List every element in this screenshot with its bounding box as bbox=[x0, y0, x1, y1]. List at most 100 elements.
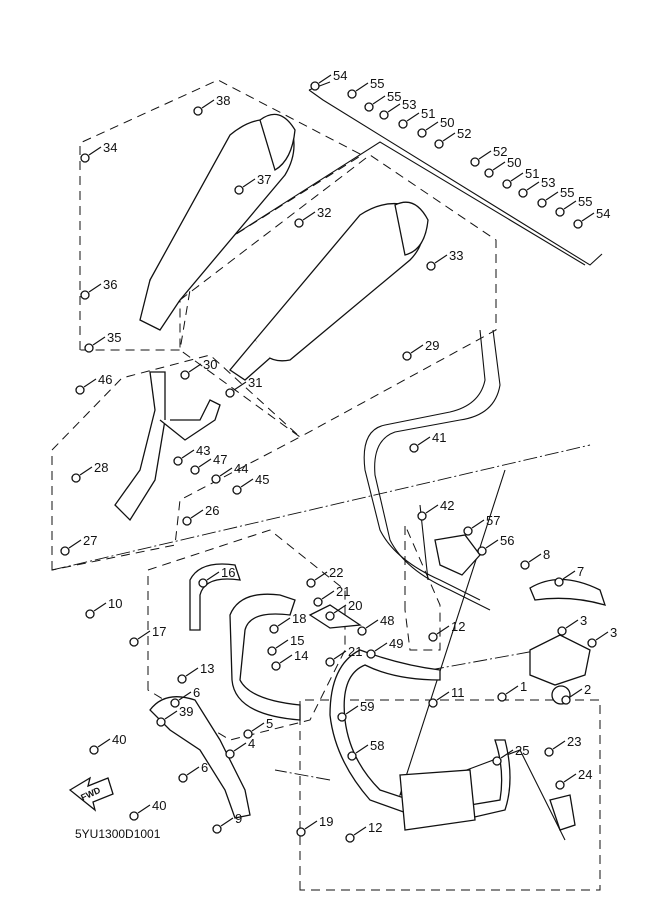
part-48 bbox=[357, 626, 367, 636]
callout-21: 21 bbox=[348, 644, 362, 659]
part-54 bbox=[310, 81, 320, 91]
leader-line bbox=[137, 804, 151, 814]
part-9 bbox=[212, 824, 222, 834]
part-59 bbox=[337, 712, 347, 722]
leader-line bbox=[242, 178, 256, 188]
part-31 bbox=[225, 388, 235, 398]
callout-49: 49 bbox=[389, 636, 403, 651]
callout-23: 23 bbox=[567, 734, 581, 749]
callout-37: 37 bbox=[257, 172, 271, 187]
leader-line bbox=[79, 466, 93, 476]
callout-53: 53 bbox=[541, 175, 555, 190]
part-52 bbox=[470, 157, 480, 167]
leader-line bbox=[492, 161, 506, 171]
leader-line bbox=[528, 553, 542, 563]
part-55 bbox=[364, 102, 374, 112]
callout-22: 22 bbox=[329, 565, 343, 580]
callout-2: 2 bbox=[584, 682, 591, 697]
callout-45: 45 bbox=[255, 472, 269, 487]
part-55 bbox=[537, 198, 547, 208]
callout-11: 11 bbox=[451, 685, 465, 700]
leader-line bbox=[355, 744, 369, 754]
part-52 bbox=[434, 139, 444, 149]
callout-38: 38 bbox=[216, 93, 230, 108]
leader-line bbox=[188, 363, 202, 373]
part-37 bbox=[234, 185, 244, 195]
part-8 bbox=[520, 560, 530, 570]
leader-line bbox=[92, 336, 106, 346]
leader-line bbox=[355, 82, 369, 92]
callout-29: 29 bbox=[425, 338, 439, 353]
callout-52: 52 bbox=[457, 126, 471, 141]
callout-50: 50 bbox=[440, 115, 454, 130]
part-53 bbox=[379, 110, 389, 120]
part-38 bbox=[193, 106, 203, 116]
part-45 bbox=[232, 485, 242, 495]
leader-line bbox=[93, 602, 107, 612]
callout-21: 21 bbox=[336, 584, 350, 599]
leader-line bbox=[201, 99, 215, 109]
part-42 bbox=[417, 511, 427, 521]
part-19 bbox=[296, 827, 306, 837]
callout-59: 59 bbox=[360, 699, 374, 714]
callout-44: 44 bbox=[234, 461, 248, 476]
leader-line bbox=[185, 667, 199, 677]
part-40 bbox=[89, 745, 99, 755]
leader-line bbox=[233, 742, 247, 752]
leader-line bbox=[233, 381, 247, 391]
leader-line bbox=[302, 211, 316, 221]
part-54 bbox=[573, 219, 583, 229]
callout-41: 41 bbox=[432, 430, 446, 445]
part-50 bbox=[417, 128, 427, 138]
part-47 bbox=[190, 465, 200, 475]
leader-line bbox=[510, 172, 524, 182]
callout-54: 54 bbox=[333, 68, 347, 83]
part-56 bbox=[477, 546, 487, 556]
callout-9: 9 bbox=[235, 811, 242, 826]
leader-line bbox=[178, 691, 192, 701]
leader-line bbox=[406, 112, 420, 122]
leader-line bbox=[88, 146, 102, 156]
part-15 bbox=[267, 646, 277, 656]
callout-55: 55 bbox=[560, 185, 574, 200]
callout-56: 56 bbox=[500, 533, 514, 548]
diagram-code: 5YU1300D1001 bbox=[75, 827, 161, 841]
leader-line bbox=[569, 688, 583, 698]
part-43 bbox=[173, 456, 183, 466]
callout-3: 3 bbox=[610, 625, 617, 640]
part-57 bbox=[463, 526, 473, 536]
part-58 bbox=[347, 751, 357, 761]
leader-line bbox=[321, 590, 335, 600]
fasteners bbox=[60, 81, 597, 843]
part-49 bbox=[366, 649, 376, 659]
callout-36: 36 bbox=[103, 277, 117, 292]
leader-line bbox=[374, 642, 388, 652]
callout-4: 4 bbox=[248, 736, 255, 751]
leader-line bbox=[88, 283, 102, 293]
callout-1: 1 bbox=[520, 679, 527, 694]
part-7 bbox=[554, 577, 564, 587]
leader-line bbox=[563, 773, 577, 783]
leader-line bbox=[485, 539, 499, 549]
leader-line bbox=[333, 604, 347, 614]
callout-30: 30 bbox=[203, 357, 217, 372]
part-24 bbox=[555, 780, 565, 790]
callout-40: 40 bbox=[112, 732, 126, 747]
leader-line bbox=[240, 478, 254, 488]
callout-24: 24 bbox=[578, 767, 592, 782]
callout-47: 47 bbox=[213, 452, 227, 467]
part-46 bbox=[75, 385, 85, 395]
part-18 bbox=[269, 624, 279, 634]
callout-28: 28 bbox=[94, 460, 108, 475]
part-51 bbox=[502, 179, 512, 189]
leader-line bbox=[471, 519, 485, 529]
part-12 bbox=[428, 632, 438, 642]
part-33 bbox=[426, 261, 436, 271]
part-14 bbox=[271, 661, 281, 671]
leader-line bbox=[387, 103, 401, 113]
leader-line bbox=[318, 74, 332, 84]
part-30 bbox=[180, 370, 190, 380]
leader-line bbox=[552, 740, 566, 750]
part-10 bbox=[85, 609, 95, 619]
